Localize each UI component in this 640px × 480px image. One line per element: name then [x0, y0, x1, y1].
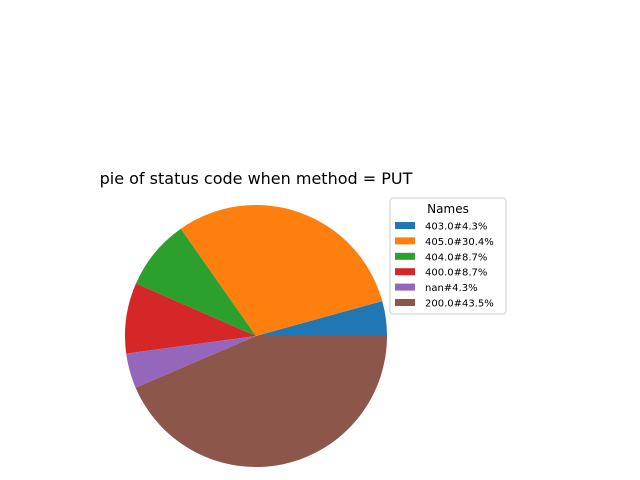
- pie-slice-5: [126, 336, 256, 388]
- legend-label-6: 200.0#43.5%: [425, 299, 494, 310]
- legend-label-4: 400.0#8.7%: [425, 268, 487, 279]
- legend-frame: [389, 197, 507, 315]
- legend-swatch-1: [395, 222, 415, 229]
- legend-label-1: 403.0#4.3%: [425, 222, 487, 233]
- pie-slice-6: [135, 336, 387, 468]
- legend-swatch-2: [395, 237, 415, 245]
- legend-swatch-3: [395, 252, 415, 260]
- pie-slice-1: [256, 301, 387, 336]
- pie-slices: [125, 205, 387, 468]
- legend-swatch-5: [395, 283, 415, 291]
- legend-title: Names: [427, 202, 469, 216]
- legend-label-2: 405.0#30.4%: [425, 237, 494, 248]
- pie-slice-3: [135, 228, 256, 336]
- legend-swatch-4: [395, 268, 415, 276]
- legend: Names 403.0#4.3% 405.0#30.4% 404.0#8.7% 400…: [389, 197, 507, 315]
- legend-swatch-6: [395, 299, 415, 306]
- chart-title: pie of status code when method = PUT: [100, 169, 413, 188]
- legend-label-3: 404.0#8.7%: [425, 252, 487, 263]
- legend-label-5: nan#4.3%: [425, 283, 478, 294]
- pie-slice-2: [180, 205, 383, 336]
- pie-slice-4: [125, 283, 256, 354]
